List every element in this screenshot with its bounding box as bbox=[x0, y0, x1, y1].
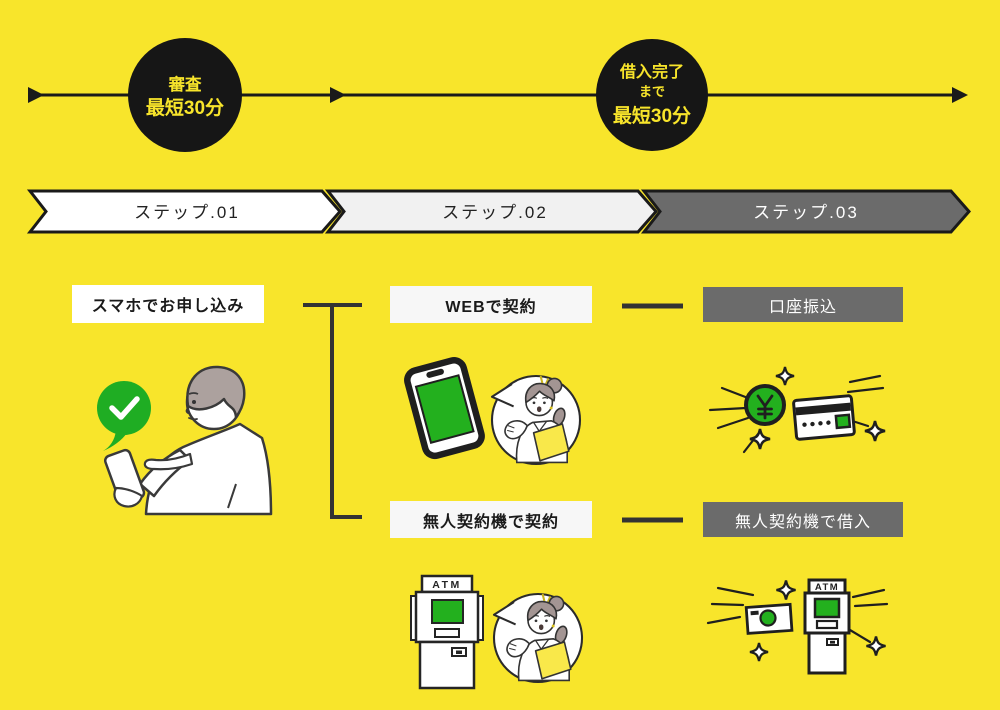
borrowing-badge-line3: 最短30分 bbox=[613, 104, 691, 127]
step-ribbon: ステップ.01 ステップ.02 ステップ.03 bbox=[26, 189, 971, 234]
step-2-label: ステップ.02 bbox=[442, 203, 548, 222]
arrow-right-icon bbox=[330, 87, 346, 103]
bank-transfer-illustration bbox=[708, 365, 887, 454]
apply-step-box: スマホでお申し込み bbox=[72, 285, 264, 323]
atm-label: ATM bbox=[815, 582, 839, 593]
operator-bubble-icon bbox=[492, 592, 584, 684]
yen-coin-icon bbox=[744, 384, 786, 426]
bank-transfer-box: 口座振込 bbox=[703, 287, 903, 322]
step-1-chevron bbox=[26, 189, 342, 234]
sparkle-icon bbox=[748, 641, 770, 663]
screening-badge-line2: 最短30分 bbox=[146, 96, 224, 119]
machine-borrow-box: 無人契約機で借入 bbox=[703, 502, 903, 537]
timeline: 審査 最短30分 借入完了 まで 最短30分 bbox=[28, 38, 968, 152]
web-contract-illustration bbox=[404, 357, 582, 466]
web-contract-box: WEBで契約 bbox=[390, 286, 592, 323]
machine-contract-box: 無人契約機で契約 bbox=[390, 501, 592, 538]
borrowing-badge-line1: 借入完了 bbox=[619, 62, 684, 81]
sparkle-icon bbox=[748, 427, 772, 451]
sparkle-icon bbox=[863, 419, 887, 443]
borrowing-time-badge: 借入完了 まで 最短30分 bbox=[596, 39, 708, 151]
operator-bubble-icon bbox=[490, 374, 582, 466]
arrow-right-icon bbox=[952, 87, 968, 103]
machine-contract-illustration: ATM bbox=[410, 574, 584, 690]
cash-card-icon bbox=[792, 394, 856, 441]
banknote-icon bbox=[744, 602, 794, 635]
step-2-chevron bbox=[324, 189, 658, 234]
check-bubble-icon bbox=[97, 381, 151, 451]
arrow-right-icon bbox=[28, 87, 44, 103]
sparkle-icon bbox=[774, 365, 796, 387]
step-1-label: ステップ.01 bbox=[134, 203, 240, 222]
man-with-phone bbox=[103, 365, 273, 516]
machine-borrow-illustration: ATM bbox=[706, 578, 889, 675]
shine-lines bbox=[706, 586, 889, 644]
sparkle-icon bbox=[865, 635, 887, 657]
flow-connectors bbox=[303, 303, 683, 523]
sparkle-icon bbox=[775, 579, 797, 601]
screening-badge-line1: 審査 bbox=[168, 74, 203, 94]
smartphone-icon bbox=[404, 357, 485, 460]
step-3-chevron bbox=[640, 189, 971, 234]
step-3-label: ステップ.03 bbox=[753, 203, 859, 222]
atm-label: ATM bbox=[432, 579, 461, 591]
borrowing-badge-line2: まで bbox=[639, 84, 665, 99]
screening-time-badge: 審査 最短30分 bbox=[128, 38, 242, 152]
smartphone-apply-illustration bbox=[97, 365, 273, 516]
atm-machine-icon: ATM bbox=[410, 574, 484, 690]
atm-machine-icon: ATM bbox=[803, 578, 851, 675]
